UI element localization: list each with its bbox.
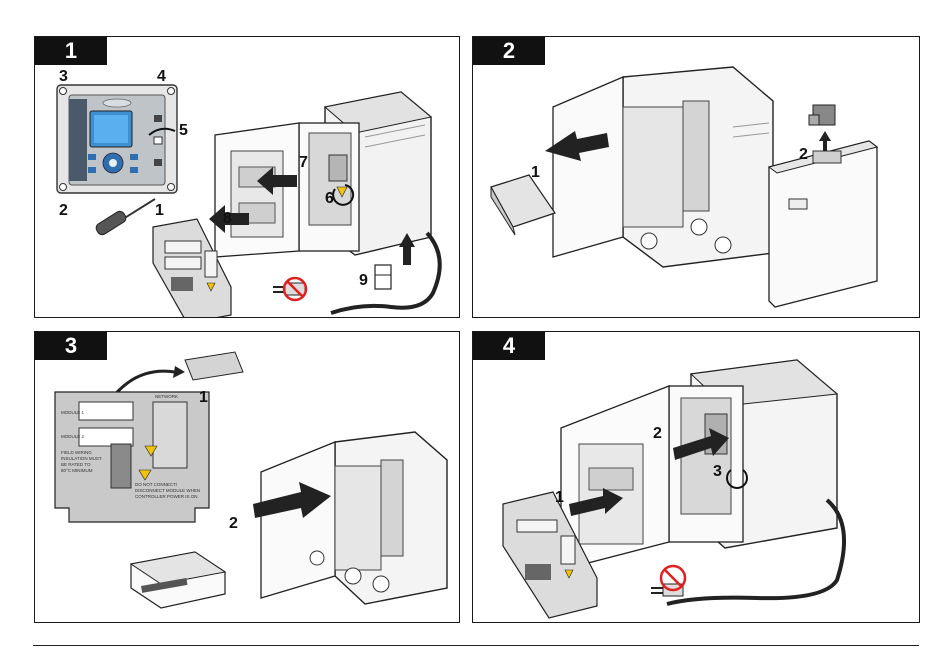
module-1-label: MODULE 1 xyxy=(61,410,85,415)
wiring-note-line-1: FIELD WIRING xyxy=(61,450,92,455)
step-3-panel: 3 MODULE 1 MODULE 2 NETWORK FIELD WIRING… xyxy=(34,331,460,623)
wiring-note-line-2: INSULATION MUST xyxy=(61,456,102,461)
callout-3: 3 xyxy=(59,68,68,85)
callout-1: 1 xyxy=(555,489,564,506)
callout-7: 7 xyxy=(299,154,308,171)
callout-5: 5 xyxy=(179,122,188,139)
enclosure-open xyxy=(261,432,447,604)
callout-6: 6 xyxy=(325,190,334,207)
callout-1: 1 xyxy=(155,202,164,219)
step-2-illustration: 1 2 xyxy=(473,37,919,317)
callout-9: 9 xyxy=(359,272,368,289)
blank-plate xyxy=(185,352,243,380)
module-box xyxy=(769,141,877,307)
lift-arrow xyxy=(819,131,831,151)
callout-1: 1 xyxy=(199,389,208,406)
callout-2: 2 xyxy=(653,425,662,442)
callout-2: 2 xyxy=(799,146,808,163)
callout-2: 2 xyxy=(229,515,238,532)
footer-rule xyxy=(33,645,919,646)
step-2-panel: 2 1 2 xyxy=(472,36,920,318)
no-power-plug xyxy=(273,278,306,300)
callout-3: 3 xyxy=(713,463,722,480)
screwdriver xyxy=(94,199,155,237)
step-1-illustration: 3 4 5 2 1 7 6 8 9 xyxy=(35,37,459,317)
callout-1: 1 xyxy=(531,164,540,181)
step-4-illustration: 1 2 3 xyxy=(473,332,919,622)
wiring-note-line-4: 80°C MINIMUM xyxy=(61,468,93,473)
callout-4: 4 xyxy=(157,68,166,85)
enclosure-open xyxy=(553,67,773,267)
callout-2: 2 xyxy=(59,202,68,219)
step-4-panel: 4 1 2 3 xyxy=(472,331,920,623)
connector-plug xyxy=(809,105,835,125)
cable-gland xyxy=(375,265,391,289)
warning-note-line-3: CONTROLLER POWER IS ON xyxy=(135,494,198,499)
open-enclosure xyxy=(561,360,837,570)
step-3-illustration: MODULE 1 MODULE 2 NETWORK FIELD WIRING I… xyxy=(35,332,459,622)
connector-cover xyxy=(491,175,555,235)
callout-8: 8 xyxy=(223,210,232,227)
warning-note-line-1: DO NOT CONNECT/ xyxy=(135,482,178,487)
wiring-note-line-3: BE RATED TO xyxy=(61,462,91,467)
module-card xyxy=(131,552,225,608)
open-enclosure xyxy=(215,92,431,257)
network-label: NETWORK xyxy=(155,394,178,399)
controller-front xyxy=(57,85,177,193)
no-power-plug xyxy=(651,566,685,596)
module-2-label: MODULE 2 xyxy=(61,434,85,439)
step-1-panel: 1 xyxy=(34,36,460,318)
label-cover: MODULE 1 MODULE 2 NETWORK FIELD WIRING I… xyxy=(55,392,209,522)
warning-note-line-2: DISCONNECT MODULE WHEN xyxy=(135,488,200,493)
